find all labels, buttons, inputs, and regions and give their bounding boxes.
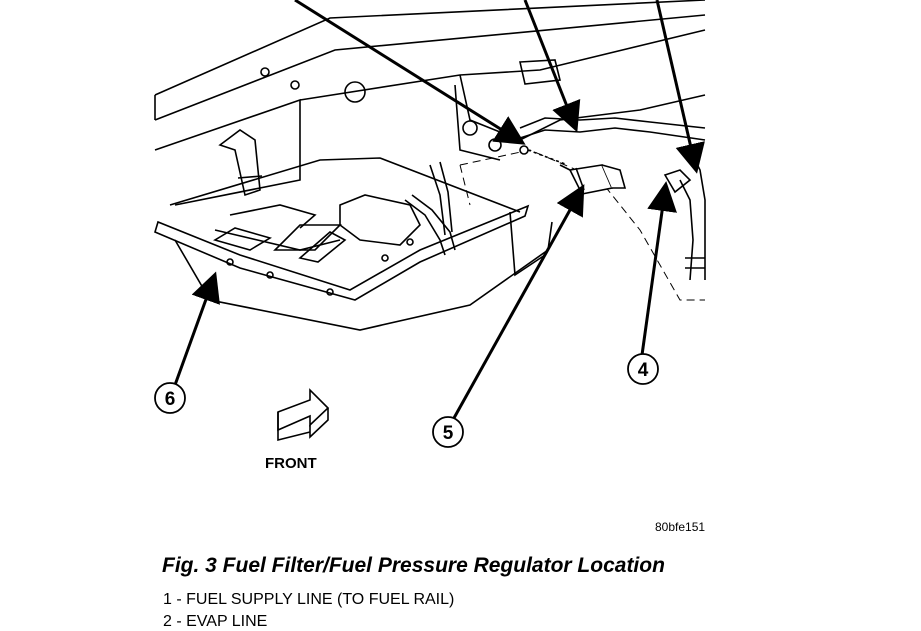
callout-5: 5 — [432, 416, 464, 448]
leader-lines — [173, 0, 705, 419]
legend-item-1: 1 - FUEL SUPPLY LINE (TO FUEL RAIL) — [163, 591, 455, 608]
callout-6: 6 — [154, 382, 186, 414]
fuel-lines — [519, 117, 706, 281]
fuel-filter-regulator — [519, 145, 627, 195]
legend-item-2: 2 - EVAP LINE — [163, 613, 268, 630]
callout-4-label: 4 — [638, 360, 649, 381]
fuel-system-diagram: 4 5 6 FRONT 80bfe151 — [154, 0, 706, 534]
callout-5-label: 5 — [443, 423, 454, 444]
front-label: FRONT — [265, 455, 317, 472]
callout-4: 4 — [627, 353, 659, 385]
fuel-tank-skid-plate — [154, 157, 553, 331]
filler-neck — [218, 129, 263, 197]
vehicle-frame — [154, 0, 706, 206]
figure-code: 80bfe151 — [655, 520, 705, 534]
figure-caption: Fig. 3 Fuel Filter/Fuel Pressure Regulat… — [162, 554, 665, 577]
fuel-pump-module — [339, 161, 456, 256]
front-arrow-icon — [277, 388, 330, 442]
callout-6-label: 6 — [165, 389, 176, 410]
dashed-outline — [459, 149, 705, 301]
